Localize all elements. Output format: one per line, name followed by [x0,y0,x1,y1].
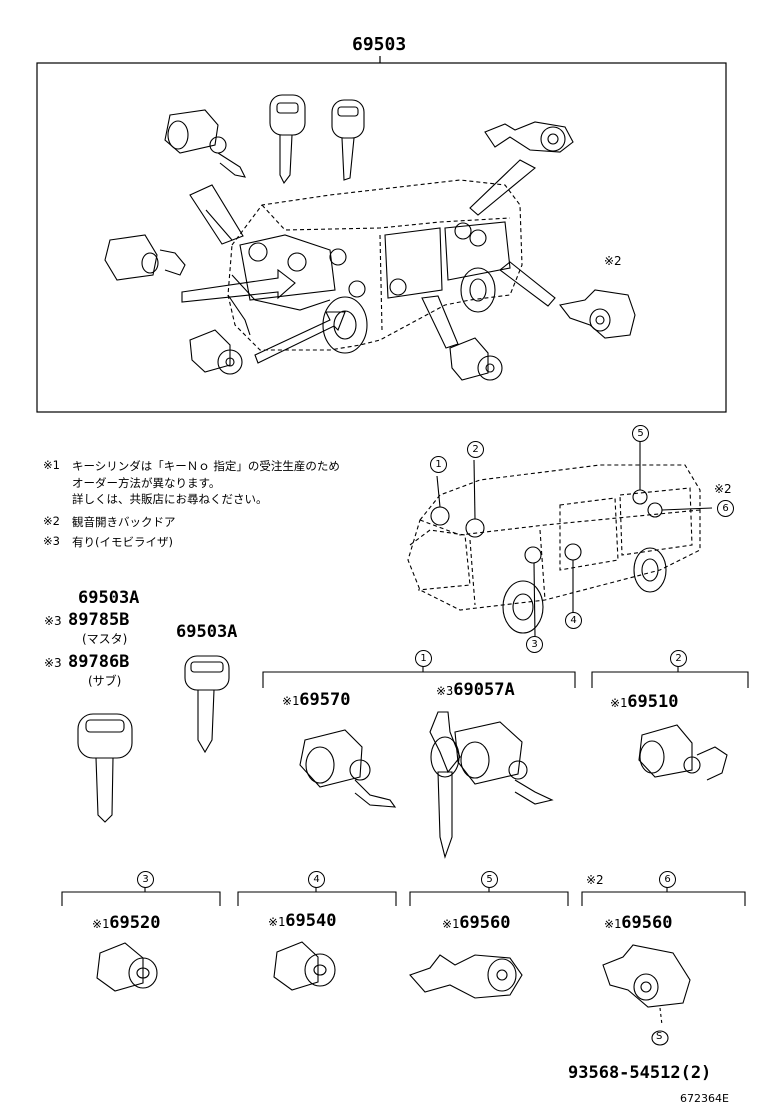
group-1-callout: 1 [415,650,432,667]
callout-3: 3 [526,636,543,653]
callout-5: 5 [632,425,649,442]
sub-key-part-number[interactable]: 89786B [68,652,130,672]
note-1-mark: ※1 [43,458,60,472]
assembly-frame [36,62,727,413]
note-2-mark: ※2 [43,514,60,528]
callout-6-mark: ※2 [714,482,732,496]
part-69560-pos6[interactable]: ※169560 [604,913,672,933]
part-69057A-number: 69057A [453,680,515,700]
callout-6: 6 [717,500,734,517]
plain-key-part-number[interactable]: 69503A [176,622,238,642]
part-69520-mark: ※1 [92,917,110,931]
assembly-part-number[interactable]: 69503 [352,34,407,55]
master-key-part-number[interactable]: 89785B [68,610,130,630]
part-69560-pos6-number: 69560 [621,913,673,933]
key-set-part-number[interactable]: 69503A [78,588,140,608]
part-69560-pos5-mark: ※1 [442,917,460,931]
screw-symbol: S [656,1031,663,1042]
group-4-callout: 4 [308,871,325,888]
top-cylinder-parts [104,94,636,381]
sub-key-mark: ※3 [44,656,62,670]
drawing-code: 672364E [680,1092,729,1105]
part-69510[interactable]: ※169510 [610,692,678,712]
master-key-mark: ※3 [44,614,62,628]
callout-4: 4 [565,612,582,629]
part-69057A-mark: ※3 [436,684,454,698]
callout-1: 1 [430,456,447,473]
part-69560-pos6-mark: ※1 [604,917,622,931]
part-69520[interactable]: ※169520 [92,913,160,933]
screw-part-number[interactable]: 93568-54512(2) [568,1063,712,1083]
detail-cylinder-parts [96,711,728,1046]
note-3-mark: ※3 [43,534,60,548]
master-key-label: (マスタ) [82,632,128,646]
group-brackets [61,665,749,906]
note-3-line-1: 有り(イモビライザ) [72,535,173,549]
group-3-callout: 3 [137,871,154,888]
reference-van-illustration [407,464,701,611]
key-illustrations [77,655,230,823]
part-69540-number: 69540 [285,911,337,931]
part-69540-mark: ※1 [268,915,286,929]
group-5-callout: 5 [481,871,498,888]
sub-key-label: (サブ) [88,674,122,688]
top-box-mark: ※2 [604,254,622,268]
part-69570-mark: ※1 [282,694,300,708]
part-69560-pos5[interactable]: ※169560 [442,913,510,933]
note-2-line-1: 観音開きバックドア [72,515,176,529]
part-69510-mark: ※1 [610,696,628,710]
part-69570[interactable]: ※169570 [282,690,350,710]
group-6-mark: ※2 [586,873,604,887]
note-1-line-1: キーシリンダは「キーＮｏ 指定」の受注生産のため [72,459,340,473]
top-van-illustration [227,179,523,354]
note-1-line-3: 詳しくは、共販店にお尋ねください。 [72,492,268,506]
callout-2: 2 [467,441,484,458]
part-69520-number: 69520 [109,913,161,933]
part-69560-pos5-number: 69560 [459,913,511,933]
part-69570-number: 69570 [299,690,351,710]
note-1-line-2: オーダー方法が異なります。 [72,476,221,490]
pointer-arrows [181,159,556,364]
part-69510-number: 69510 [627,692,679,712]
group-2-callout: 2 [670,650,687,667]
group-6-callout: 6 [659,871,676,888]
part-69540[interactable]: ※169540 [268,911,336,931]
part-69057A[interactable]: ※369057A [436,680,515,700]
